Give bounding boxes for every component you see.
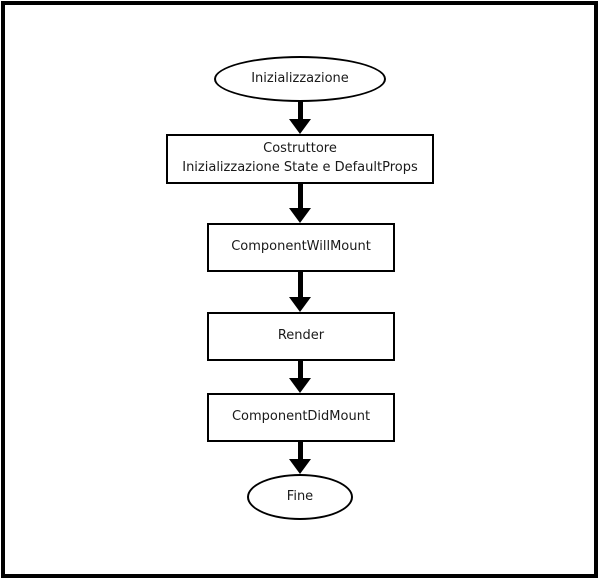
flow-node-component-did-mount: ComponentDidMount — [207, 393, 395, 442]
arrow-render-to-didmount — [289, 361, 311, 393]
flow-node-costruttore: Costruttore Inizializzazione State e Def… — [166, 134, 434, 184]
arrow-stem — [297, 184, 303, 208]
arrow-head-icon — [289, 208, 311, 223]
flow-node-start-label: Inizializzazione — [251, 70, 349, 86]
arrow-head-icon — [289, 378, 311, 393]
arrow-costruttore-to-willmount — [289, 184, 311, 223]
flow-node-start: Inizializzazione — [214, 56, 386, 102]
flow-node-component-will-mount: ComponentWillMount — [207, 223, 395, 272]
flow-node-costruttore-sublabel: Inizializzazione State e DefaultProps — [182, 160, 418, 175]
flow-node-end-label: Fine — [286, 488, 314, 504]
flow-node-component-will-mount-label: ComponentWillMount — [231, 239, 371, 255]
arrow-stem — [297, 361, 303, 378]
flow-node-render: Render — [207, 312, 395, 361]
arrow-head-icon — [289, 459, 311, 474]
arrow-stem — [297, 442, 303, 459]
flow-node-costruttore-label: Costruttore — [263, 141, 337, 157]
flow-node-end: Fine — [247, 474, 353, 520]
arrow-stem — [297, 272, 303, 297]
flow-node-component-did-mount-label: ComponentDidMount — [231, 409, 371, 425]
arrow-head-icon — [289, 297, 311, 312]
flow-node-render-label: Render — [277, 328, 325, 344]
arrow-willmount-to-render — [289, 272, 311, 312]
arrow-stem — [297, 100, 303, 119]
arrow-head-icon — [289, 119, 311, 134]
arrow-didmount-to-end — [289, 442, 311, 474]
arrow-start-to-costruttore — [289, 100, 311, 134]
